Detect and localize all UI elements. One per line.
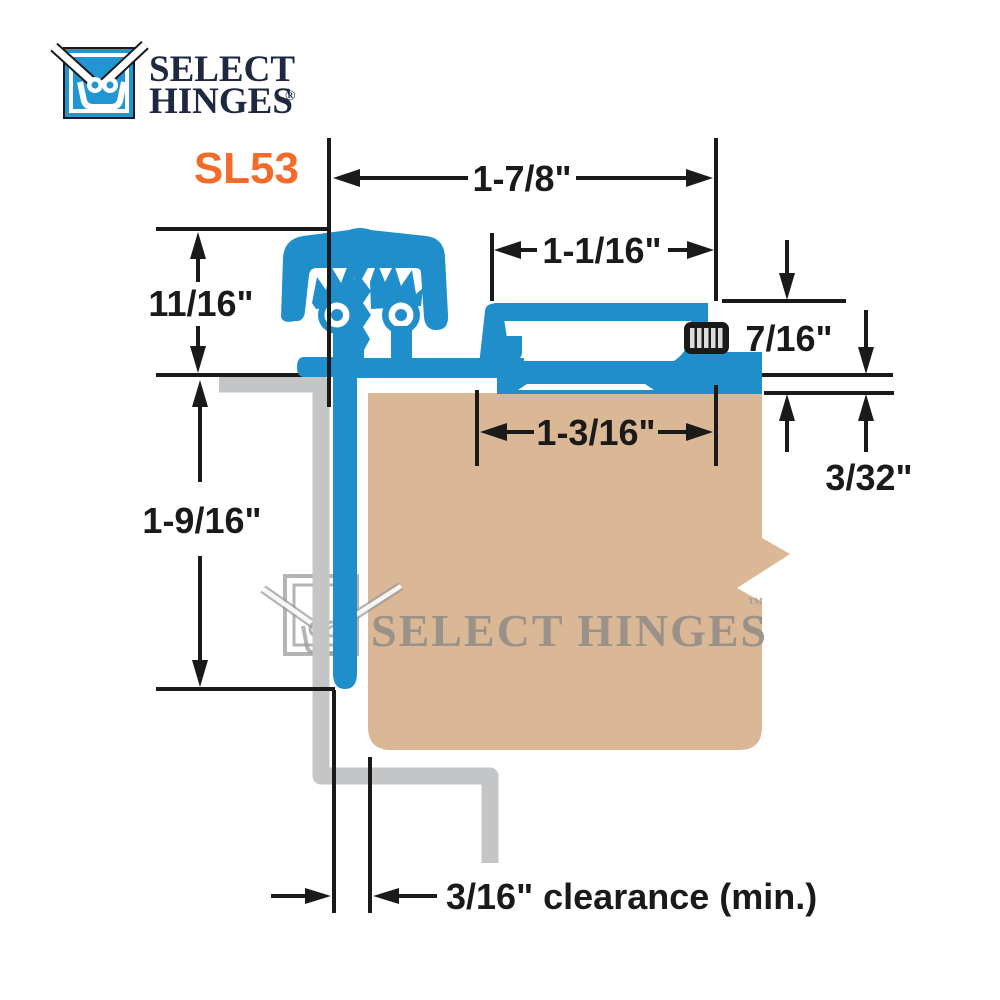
brand-name-line1: SELECT <box>149 49 295 90</box>
gear-right-stem <box>391 326 412 362</box>
brand-name-line2: HINGES <box>149 81 293 122</box>
door-leaf-inner-tooth <box>505 336 522 360</box>
dim-door-prep-width: 1-3/16" <box>480 412 713 453</box>
dim-overall-width-label: 1-7/8" <box>472 158 571 199</box>
dim-frame-leaf-height: 11/16" <box>148 227 331 373</box>
arrowhead-left <box>373 888 399 904</box>
dim-frame-leaf-length: 1-9/16" <box>142 380 335 691</box>
select-hinges-logo <box>50 40 149 119</box>
dim-frame-leaf-length-label: 1-9/16" <box>142 500 261 541</box>
hinge-profile <box>281 228 762 689</box>
dimension-annotations: 1-7/8" 1-1/16" 11/16" 7/16" <box>142 138 913 917</box>
arrowhead-down <box>192 660 208 687</box>
arrowhead-left <box>333 169 360 187</box>
glyph-gear-right-core <box>106 81 114 89</box>
gear-left-pin <box>331 309 343 321</box>
gear-cap <box>281 228 449 331</box>
dim-door-inset: 3/32" <box>764 310 913 498</box>
model-label: SL53 <box>194 144 299 193</box>
screw-thread <box>711 328 716 348</box>
dim-door-prep-width-label: 1-3/16" <box>536 412 655 453</box>
screw-thread <box>697 328 702 348</box>
gear-mesh <box>346 257 371 358</box>
arrowhead-up <box>192 380 208 407</box>
arrowhead-right <box>686 169 713 187</box>
arrowhead-down <box>779 273 795 300</box>
brand-header: SELECT HINGES ® <box>50 40 296 122</box>
frame-leaf-foot <box>297 357 334 377</box>
arrowhead-right <box>687 241 714 259</box>
door-leaf-inner-fillet <box>647 331 691 371</box>
dim-clearance: 3/16" clearance (min.) <box>271 690 817 917</box>
registered-mark: ® <box>285 89 296 104</box>
screw-thread <box>718 328 723 348</box>
logo-inner-border <box>69 53 129 113</box>
dim-clearance-label: 3/16" clearance (min.) <box>446 876 817 917</box>
arrowhead-right <box>686 423 713 441</box>
door-section <box>368 393 790 750</box>
watermark-strap-left <box>261 587 322 631</box>
arrowhead-up <box>858 394 874 421</box>
arrowhead-left <box>480 423 507 441</box>
set-screw <box>684 322 729 354</box>
screw-thread <box>704 328 709 348</box>
dim-door-leaf-height-label: 7/16" <box>745 318 832 359</box>
dim-door-leaf-width: 1-1/16" <box>494 230 714 271</box>
arrowhead-up <box>779 394 795 421</box>
gear-left-teeth <box>312 262 361 309</box>
dim-door-leaf-width-label: 1-1/16" <box>542 230 661 271</box>
frame-section <box>219 375 499 863</box>
frame-leaf-strip <box>333 300 357 689</box>
watermark-tm: ™ <box>748 596 763 612</box>
dim-door-leaf-height: 7/16" <box>722 240 846 452</box>
hinge-glyph-icon <box>50 40 149 110</box>
door-leaf-top-bar <box>487 303 708 321</box>
watermark-text: SELECT HINGES <box>371 605 768 656</box>
flange-notch <box>518 384 654 390</box>
arrowhead-down <box>858 347 874 374</box>
arrowhead-right <box>305 888 331 904</box>
arrowhead-up <box>190 232 206 259</box>
glyph-gear-left-core <box>91 81 99 89</box>
gear-right-pin <box>395 309 407 321</box>
dim-frame-leaf-height-label: 11/16" <box>148 283 253 324</box>
dim-overall-width: 1-7/8" <box>333 158 713 199</box>
dim-door-inset-label: 3/32" <box>825 457 912 498</box>
gear-right-teeth <box>370 262 423 309</box>
glyph-trough <box>77 81 127 110</box>
arrowhead-left <box>494 241 521 259</box>
screw-thread <box>690 328 695 348</box>
arrowhead-down <box>190 346 206 373</box>
